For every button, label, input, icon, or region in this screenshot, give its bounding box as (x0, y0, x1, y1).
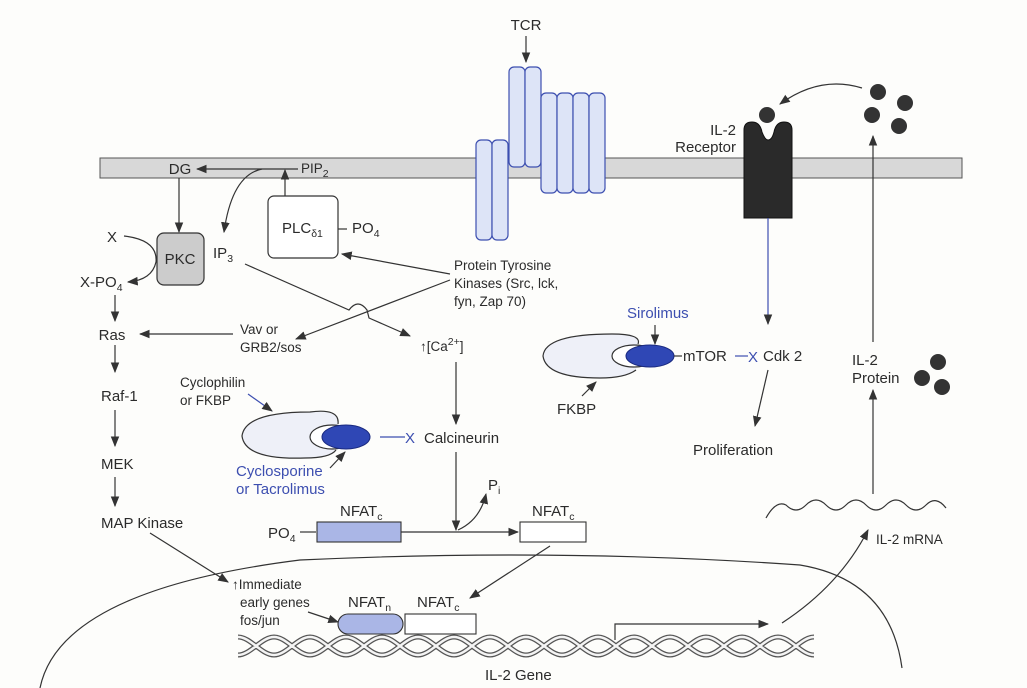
fkbp-shape (542, 333, 640, 379)
pip2-to-ip3-arrow (221, 168, 263, 234)
ieg-to-nfatn-arrow (307, 611, 340, 624)
ieg-label-2: early genes (240, 595, 310, 610)
fkbp-arrow (581, 381, 597, 397)
calcineurin-inhibit-x: X (405, 430, 415, 447)
x-label: X (107, 229, 117, 246)
sirolimus-label: Sirolimus (627, 305, 689, 322)
mapk-label: MAP Kinase (101, 515, 183, 532)
il2-bound-molecule (759, 107, 775, 123)
pip2-label: PIP2 (301, 161, 329, 180)
vav-label-2: GRB2/sos (240, 340, 302, 355)
nfatn-box (337, 613, 404, 635)
sirolimus-molecule (625, 344, 675, 368)
mek-label: MEK (101, 456, 134, 473)
il2-mrna-strand (765, 499, 947, 519)
calcineurin-label: Calcineurin (424, 430, 499, 447)
pkc-label: PKC (165, 251, 196, 268)
il2-gene-dna-helix (237, 634, 815, 658)
il2-mrna-label: IL-2 mRNA (876, 532, 943, 547)
mtor-label: mTOR (683, 348, 727, 365)
ieg-label-3: fos/jun (240, 613, 280, 628)
ptk-to-vav-arrow (294, 279, 451, 340)
il2-molecules-secreted (864, 84, 913, 134)
il2-binding-arrow (779, 83, 863, 105)
il2-protein-label-1: IL-2 (852, 352, 878, 369)
cyclosporine-molecule (321, 424, 371, 450)
nfatc-phosphorylated-box (316, 521, 402, 543)
ip3-label: IP3 (213, 245, 233, 265)
mapk-to-ieg-arrow (149, 532, 229, 583)
il2-receptor-label-1: IL-2 (710, 122, 736, 139)
nfatc-po4-label: PO4 (268, 525, 296, 545)
nfatc-nuclear-label: NFATc (417, 594, 459, 614)
cdk2-to-proliferation-arrow (752, 369, 769, 428)
pi-release-arrow (457, 492, 489, 531)
transcription-to-mrna-arrow (781, 529, 869, 624)
raf-label: Raf-1 (101, 388, 138, 405)
cyclophilin-shape (241, 410, 339, 459)
cyclophilin-label-2: or FKBP (180, 393, 231, 408)
tcr-complex (475, 66, 606, 241)
tcr-label: TCR (511, 17, 542, 34)
nuclear-membrane (39, 554, 903, 688)
ieg-label-1: ↑Immediate (232, 577, 302, 592)
vav-label-1: Vav or (240, 322, 279, 337)
dna-strand-inner (237, 635, 815, 657)
cyclosporine-arrow (329, 451, 346, 469)
nfatc-nuclear-box (404, 613, 477, 635)
plc-box (267, 195, 339, 259)
ptk-label-2: Kinases (Src, lck, (454, 276, 558, 291)
dna-strand-outer (237, 634, 815, 658)
ras-label: Ras (99, 327, 126, 344)
plc-label: PLCδ1 (282, 220, 323, 240)
plc-po4-label: PO4 (352, 220, 380, 240)
il2-protein-label-2: Protein (852, 370, 900, 387)
cyclosporine-label-1: Cyclosporine (236, 463, 323, 480)
x-phosphorylation-arrow (123, 235, 157, 286)
x-po4-label: X-PO4 (80, 274, 123, 294)
ptk-label-1: Protein Tyrosine (454, 258, 551, 273)
cdk2-label: Cdk 2 (763, 348, 802, 365)
proliferation-label: Proliferation (693, 442, 773, 459)
il2-receptor (743, 121, 793, 219)
pi-label: Pi (488, 477, 500, 497)
ptk-to-plc-arrow (340, 251, 451, 275)
nfatc-phosphorylated-label: NFATc (340, 503, 382, 523)
nfatc-active-label: NFATc (532, 503, 574, 523)
il2-receptor-label-2: Receptor (675, 139, 736, 156)
dg-label: DG (169, 161, 192, 178)
il2-gene-label: IL-2 Gene (485, 667, 552, 684)
ptk-label-3: fyn, Zap 70) (454, 294, 526, 309)
cyclophilin-label-1: Cyclophilin (180, 375, 245, 390)
il2-protein-molecules (914, 354, 950, 395)
transcription-start-arrow (614, 619, 770, 640)
pkc-box (156, 232, 205, 286)
ip3-to-ca-arrow (244, 263, 411, 337)
fkbp-label: FKBP (557, 401, 596, 418)
calcium-label: ↑[Ca2+] (420, 336, 464, 354)
cdk2-inhibit-x: X (748, 349, 758, 366)
nfatn-label: NFATn (348, 594, 391, 614)
nfatc-active-box (519, 521, 587, 543)
cyclosporine-label-2: or Tacrolimus (236, 481, 325, 498)
nfatc-to-nucleus-arrow (469, 545, 551, 599)
cyclophilin-arrow (247, 393, 273, 412)
